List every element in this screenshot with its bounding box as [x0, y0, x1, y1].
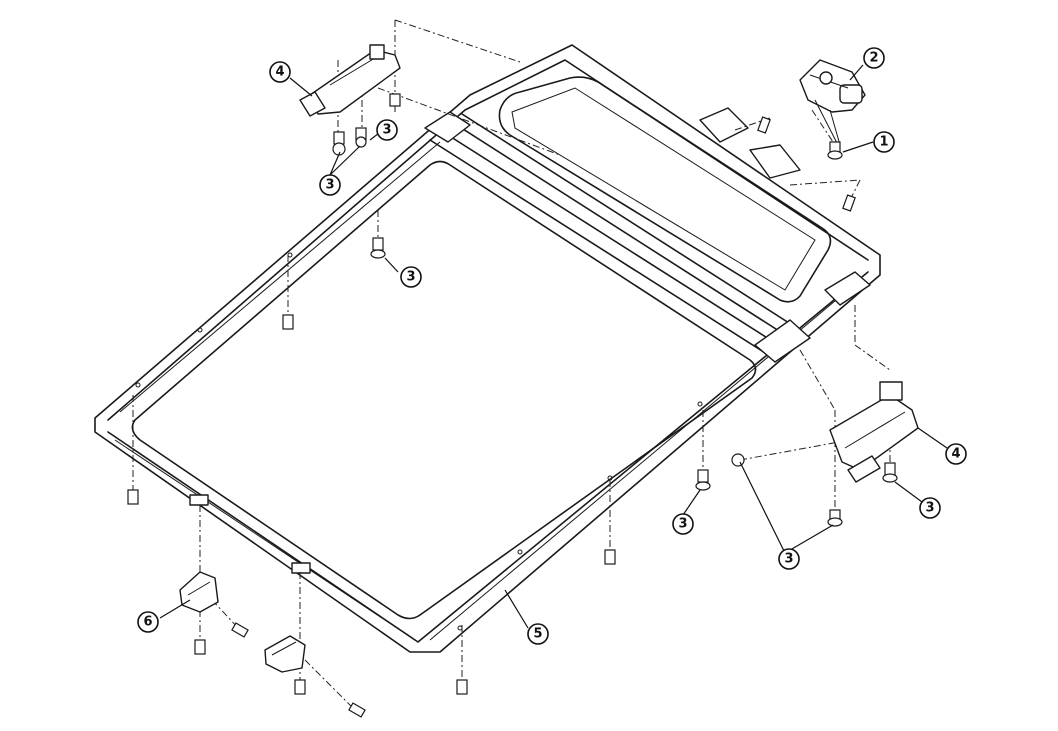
callout-4: 4 [269, 61, 291, 83]
bolt [194, 639, 206, 655]
svg-text:3: 3 [925, 501, 934, 516]
callout-3: 3 [778, 548, 800, 570]
bolt [842, 194, 856, 212]
bolt [389, 93, 401, 112]
bolt [231, 622, 249, 638]
bolt [456, 679, 468, 695]
callout-3: 3 [319, 174, 341, 196]
bolt [348, 702, 366, 718]
bolt [695, 469, 711, 491]
assembly-lines [132, 19, 891, 711]
callout-2: 2 [863, 47, 885, 69]
rear-bracket-small [264, 635, 306, 673]
svg-text:3: 3 [678, 517, 687, 532]
sunroof-motor [799, 59, 866, 146]
callout-5: 5 [527, 623, 549, 645]
bolt [370, 237, 386, 259]
bracket-rear-right [829, 381, 919, 483]
bolt [294, 679, 306, 695]
bolts [127, 93, 898, 718]
bolt [282, 314, 294, 330]
callout-1: 1 [873, 131, 895, 153]
bracket-front-left [299, 44, 401, 117]
callout-3: 3 [919, 497, 941, 519]
leader-lines [159, 64, 948, 629]
svg-text:6: 6 [143, 615, 152, 630]
svg-text:2: 2 [869, 51, 878, 66]
bolt [604, 549, 616, 565]
svg-text:3: 3 [784, 552, 793, 567]
bolt [882, 462, 898, 483]
bolt [731, 453, 745, 467]
bolt [127, 489, 139, 505]
rear-bracket [179, 571, 219, 613]
svg-text:3: 3 [325, 178, 334, 193]
bolt [332, 131, 346, 156]
callout-3: 3 [376, 119, 398, 141]
svg-text:4: 4 [275, 65, 284, 80]
callouts: 1 2 3 3 3 3 3 3 4 4 5 6 [137, 47, 967, 645]
svg-text:5: 5 [533, 627, 542, 642]
sunroof-frame [94, 44, 881, 653]
bolt [355, 127, 367, 148]
svg-text:4: 4 [951, 447, 960, 462]
bolt [827, 509, 843, 527]
svg-text:3: 3 [382, 123, 391, 138]
callout-3: 3 [672, 513, 694, 535]
svg-text:3: 3 [406, 270, 415, 285]
bolt [757, 116, 771, 134]
callout-6: 6 [137, 611, 159, 633]
bolt [827, 141, 843, 160]
svg-text:1: 1 [879, 135, 888, 150]
callout-4: 4 [945, 443, 967, 465]
callout-3: 3 [400, 266, 422, 288]
